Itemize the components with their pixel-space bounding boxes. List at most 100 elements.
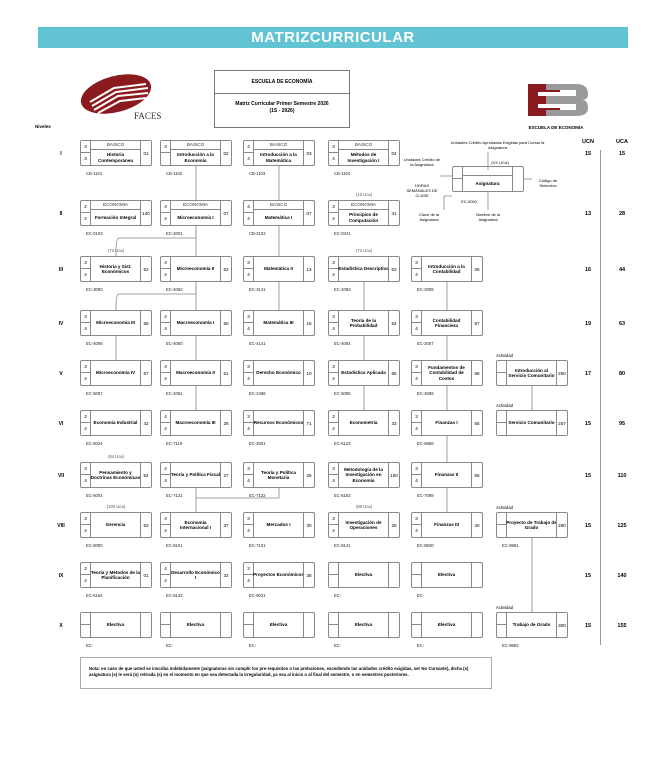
ucn-header: UCN	[582, 139, 594, 145]
course-body: Economía Internacional I	[170, 513, 221, 537]
hours-cell	[161, 613, 171, 637]
credit-units: 3	[329, 513, 338, 525]
weekly-hours: 4	[164, 272, 167, 277]
credit-units	[497, 613, 506, 625]
course-box[interactable]: Electiva	[160, 612, 232, 638]
matrix-period: (1S - 2026)	[269, 108, 295, 114]
course-code: CB-2102	[249, 231, 266, 236]
weekly-hours: 4	[247, 216, 250, 221]
level-label: VI	[58, 421, 64, 427]
weekly-hours	[329, 625, 338, 637]
selection-code: 55	[471, 411, 482, 435]
course-category: ECONOMIA	[90, 201, 141, 210]
course-body: Metodología de la Investigación en Econo…	[338, 463, 389, 487]
course-body: Microeconomía II	[170, 257, 221, 281]
course-body: Pensamiento y Doctrinas Económicas	[90, 463, 141, 487]
course-code: EC-7101	[249, 543, 266, 548]
weekly-hours: 4	[415, 326, 418, 331]
course-code: EC-	[417, 593, 425, 598]
course-box[interactable]: Electiva	[411, 562, 483, 588]
course-box[interactable]: Electiva	[328, 612, 400, 638]
svg-text:FACES: FACES	[134, 111, 161, 121]
course-code: EC-2007	[417, 341, 434, 346]
course-box[interactable]: Electiva	[328, 562, 400, 588]
course-code: EC-8141	[334, 543, 351, 548]
course-name: Macroeconomía III	[175, 420, 216, 426]
course-code: EC-4084	[334, 341, 351, 346]
course-code: EC-5085	[334, 391, 351, 396]
course-box[interactable]: Electiva	[80, 612, 152, 638]
course-name: Finanzas II	[434, 472, 459, 478]
course-name: Finanzas I	[435, 420, 458, 426]
uca-value: 125	[617, 523, 627, 529]
course-code: EC-	[417, 643, 425, 648]
course-name: Proyectos Económicos	[253, 572, 304, 578]
course-body: Recursos Económicos	[253, 411, 304, 435]
legend-box: Asignatura	[452, 166, 524, 192]
course-box[interactable]: Electiva	[243, 612, 315, 638]
hours-cell: 3	[161, 141, 171, 165]
course-box[interactable]: Electiva	[411, 612, 483, 638]
course-name: Electiva	[354, 572, 373, 578]
weekly-hours: 4	[164, 216, 167, 221]
selection-code: 66	[471, 361, 482, 385]
uca-value: 44	[618, 267, 626, 273]
ucn-value: 19	[584, 321, 592, 327]
selection-code: 68	[140, 311, 151, 335]
weekly-hours: 4	[84, 478, 87, 483]
selection-code: 63	[388, 257, 399, 281]
course-code: EC-6163	[334, 493, 351, 498]
hours-cell	[329, 563, 339, 587]
prerequisite-uca: (72 Uca)	[355, 248, 373, 253]
